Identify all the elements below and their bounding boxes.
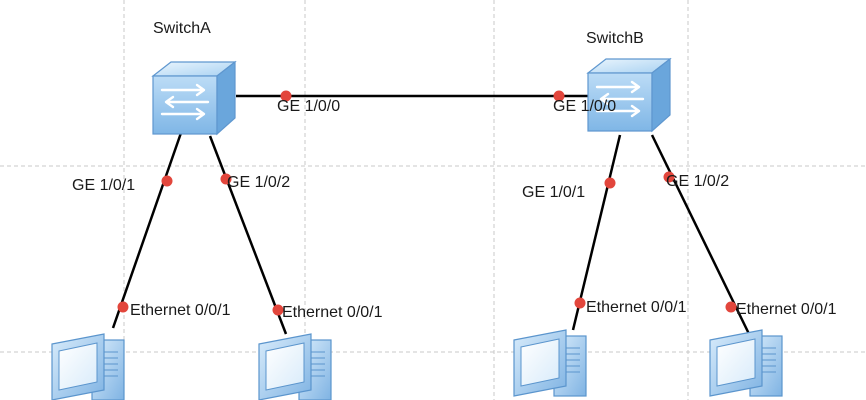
pc-icon [51,333,125,400]
pc-icon [709,329,783,397]
port-dot [663,171,675,183]
switch-b-trunk-port-label: GE 1/0/0 [553,98,616,115]
port-dots [117,90,737,316]
port-dot [220,173,232,185]
switch-a-port-1-label: GE 1/0/1 [72,177,135,194]
pc-3-port-label: Ethernet 0/0/1 [586,299,687,316]
pc-4-port-label: Ethernet 0/0/1 [736,301,837,318]
port-dot [553,90,565,102]
link-switcha-pc1 [111,129,184,329]
switch-a[interactable] [151,60,237,136]
switch-a-port-2-label: GE 1/0/2 [227,174,290,191]
pc-icon [258,333,332,400]
port-dot [725,301,737,313]
link-switchb-pc3 [571,134,622,331]
port-dot [574,297,586,309]
switch-b-port-1-label: GE 1/0/1 [522,184,585,201]
pc-2[interactable] [258,333,332,400]
pc-1[interactable] [51,333,125,400]
port-dot [604,177,616,189]
pc-1-port-label: Ethernet 0/0/1 [130,302,231,319]
switch-b-name: SwitchB [586,30,644,47]
port-dot [280,90,292,102]
switch-a-trunk-port-label: GE 1/0/0 [277,98,340,115]
switch-a-name: SwitchA [153,20,211,37]
pc-4[interactable] [709,329,783,397]
labels: SwitchA SwitchB GE 1/0/0 GE 1/0/0 GE 1/0… [72,20,837,321]
switch-icon [151,60,237,136]
pc-3[interactable] [513,329,587,397]
switch-icon [586,57,672,133]
pc-2-port-label: Ethernet 0/0/1 [282,304,383,321]
switch-b-port-2-label: GE 1/0/2 [666,173,729,190]
switch-b[interactable] [586,57,672,133]
port-dot [161,175,173,187]
port-dot [117,301,129,313]
port-dot [272,304,284,316]
pc-icon [513,329,587,397]
links [111,94,752,337]
link-switcha-pc2 [208,135,288,335]
